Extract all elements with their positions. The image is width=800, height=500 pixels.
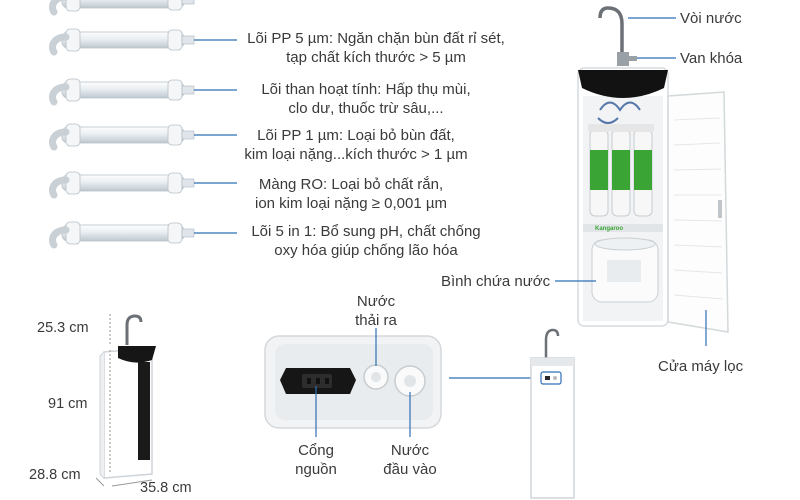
brand-label: Kangaroo [595, 226, 624, 232]
waste-water-label: Nước thải ra [340, 292, 412, 330]
filter-2-line2: clo dư, thuốc trừ sâu,... [288, 100, 444, 117]
inlet-water-line2: đầu vào [383, 461, 437, 478]
filter-4-line2: ion kim loại nặng ≥ 0,001 µm [255, 195, 447, 212]
filter-5-line1: Lõi 5 in 1: Bổ sung pH, chất chống [251, 223, 481, 240]
filter-2-line1: Lõi than hoạt tính: Hấp thụ mùi, [261, 81, 471, 98]
filter-description-1: Lõi PP 5 µm: Ngăn chặn bùn đất rỉ sét, t… [226, 29, 526, 67]
width-dimension: 35.8 cm [140, 480, 192, 496]
filter-description-3: Lõi PP 1 µm: Loại bỏ bùn đất, kim loại n… [216, 126, 496, 164]
body-height-dimension: 91 cm [48, 396, 88, 412]
filter-description-5: Lõi 5 in 1: Bổ sung pH, chất chống oxy h… [216, 222, 516, 260]
inlet-water-line1: Nước [390, 442, 430, 459]
power-socket-icon [280, 368, 356, 394]
filter-3-line2: kim loại nặng...kích thước > 1 µm [244, 146, 468, 163]
valve-label: Van khóa [680, 50, 743, 67]
faucet-label: Vòi nước [680, 10, 742, 27]
waste-water-line1: Nước [356, 293, 396, 310]
door-label: Cửa máy lọc [658, 358, 744, 375]
inlet-water-label: Nước đầu vào [374, 441, 446, 479]
power-port-label: Cổng nguồn [280, 441, 352, 479]
filter-description-2: Lõi than hoạt tính: Hấp thụ mùi, clo dư,… [226, 80, 506, 118]
filter-1-line1: Lõi PP 5 µm: Ngăn chặn bùn đất rỉ sét, [247, 30, 505, 47]
filter-3-line1: Lõi PP 1 µm: Loại bỏ bùn đất, [257, 127, 455, 144]
filter-description-4: Màng RO: Loại bỏ chất rắn, ion kim loại … [216, 175, 486, 213]
filter-4-line1: Màng RO: Loại bỏ chất rắn, [258, 176, 444, 193]
power-port-line2: nguồn [295, 461, 337, 478]
filter-5-line2: oxy hóa giúp chống lão hóa [274, 242, 458, 259]
waste-water-line2: thải ra [355, 312, 397, 329]
depth-dimension: 28.8 cm [29, 467, 81, 483]
installed-filter-cartridges [588, 124, 654, 217]
faucet-height-dimension: 25.3 cm [37, 320, 89, 336]
filter-1-line2: tạp chất kích thước > 5 µm [286, 49, 466, 66]
tank-label: Bình chứa nước [441, 273, 551, 290]
power-port-line1: Cổng [298, 442, 334, 459]
